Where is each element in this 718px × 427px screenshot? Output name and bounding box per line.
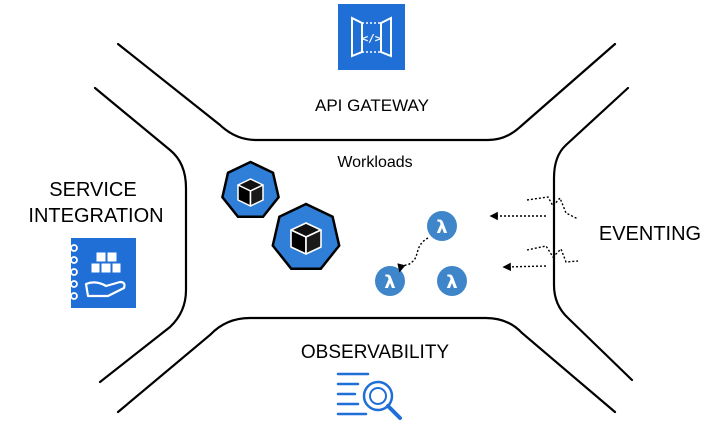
center-region-outline <box>93 42 634 414</box>
binder-rings <box>70 244 78 300</box>
right-boundary-line <box>552 86 634 382</box>
lambda-glyph: λ <box>384 272 395 293</box>
stacked-cubes-icon <box>90 251 122 274</box>
workload-icon-large <box>271 202 341 270</box>
event-arrow-bottom <box>502 245 579 272</box>
left-boundary-line <box>93 86 188 384</box>
api-gateway-code-glyph: </> <box>362 32 382 45</box>
lambda-glyph: λ <box>446 272 457 293</box>
service-integration-icon <box>70 238 136 308</box>
observability-label: OBSERVABILITY <box>301 342 450 363</box>
lambda-icon-top: λ <box>427 211 457 241</box>
lambda-icon-bottom-left: λ <box>375 266 405 296</box>
service-integration-label-line1: SERVICE <box>49 179 136 201</box>
bottom-boundary-line <box>116 316 617 414</box>
workloads-label: Workloads <box>337 154 412 171</box>
lambda-flow-arrow <box>397 237 429 273</box>
api-gateway-label: API GATEWAY <box>315 96 429 115</box>
service-integration-label-line2: INTEGRATION <box>28 205 163 227</box>
top-boundary-line <box>116 42 617 142</box>
hand-icon <box>84 280 126 298</box>
api-gateway-icon: </> <box>338 4 405 70</box>
workload-icon-small <box>221 160 280 219</box>
cube-icon <box>237 178 264 207</box>
lambda-glyph: λ <box>436 217 447 238</box>
event-arrow-top <box>489 196 579 221</box>
cube-icon <box>290 222 322 255</box>
observability-search-icon <box>336 372 402 420</box>
eventing-label: EVENTING <box>599 223 701 245</box>
lambda-icon-bottom-right: λ <box>437 266 467 296</box>
